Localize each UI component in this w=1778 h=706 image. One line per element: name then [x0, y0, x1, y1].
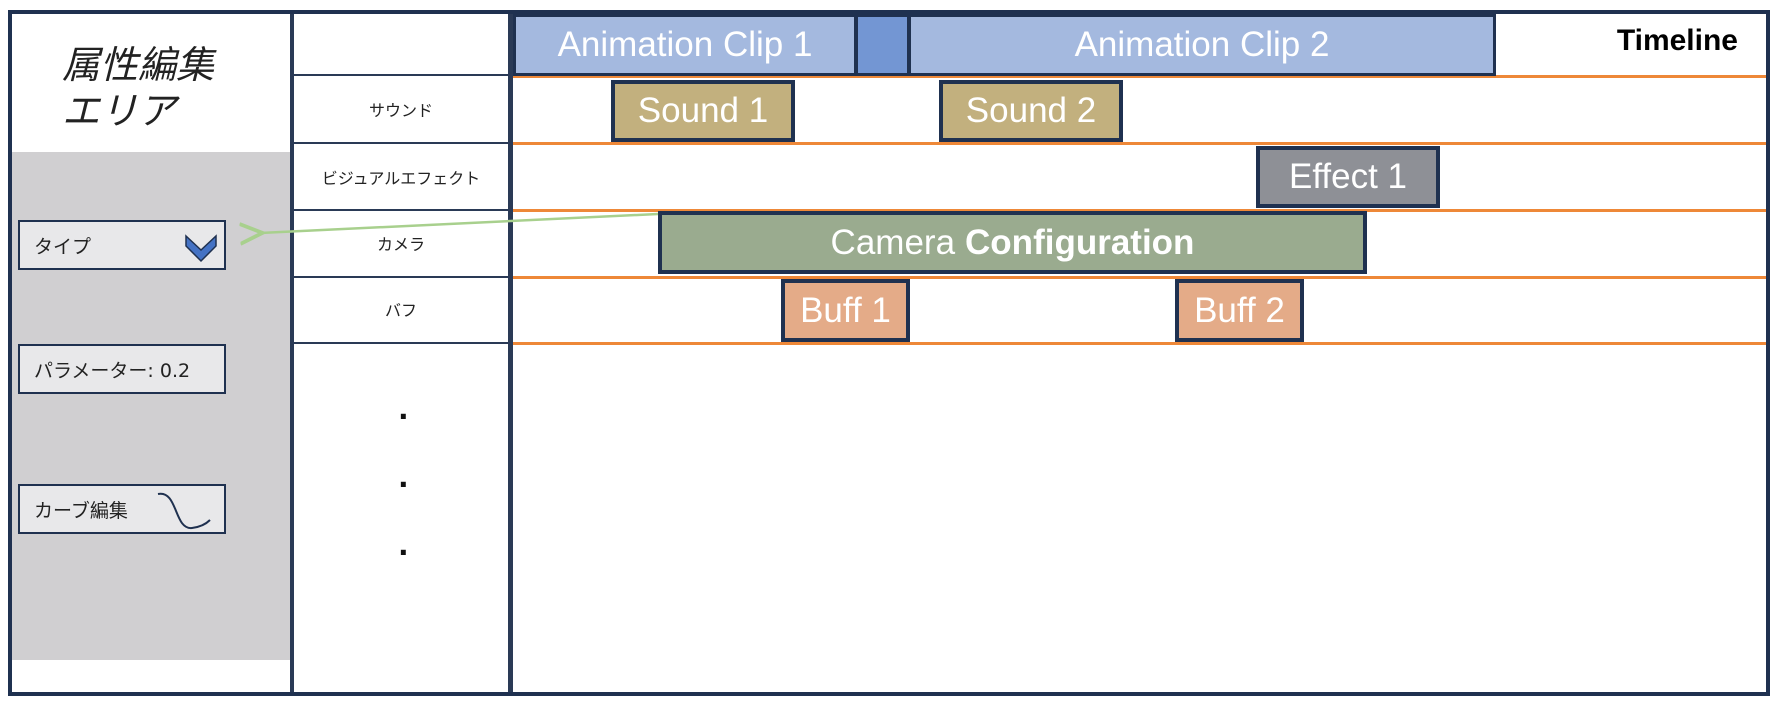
timeline-track-line — [513, 142, 1766, 145]
type-dropdown[interactable]: タイプ — [18, 220, 226, 270]
animation-blend-region[interactable] — [855, 14, 910, 76]
buff-clip-label: Buff 2 — [1194, 290, 1285, 330]
buff-clip-label: Buff 1 — [800, 290, 891, 330]
track-separator — [294, 342, 508, 344]
sound-clip-2[interactable]: Sound 2 — [939, 80, 1123, 142]
track-label-buff: バフ — [384, 301, 417, 320]
ellipsis-dot: · — [398, 536, 409, 569]
sound-clip-label: Sound 1 — [637, 91, 769, 130]
track-separator — [294, 209, 508, 211]
track-label-sound: サウンド — [368, 101, 433, 120]
timeline-track-line — [513, 342, 1766, 345]
timeline-track-line — [513, 276, 1766, 279]
camera-clip-label: Camera — [830, 222, 956, 262]
track-divider — [508, 14, 513, 692]
sound-clip-1[interactable]: Sound 1 — [611, 80, 795, 142]
curve-icon — [157, 492, 211, 529]
track-separator — [294, 142, 508, 144]
timeline-track-line — [513, 209, 1766, 212]
parameter-label: パラメーター: 0.2 — [34, 359, 191, 382]
ellipsis-dot: · — [398, 468, 409, 501]
animation-clip-label: Animation Clip 2 — [1074, 25, 1330, 64]
animation-clip-2[interactable]: Animation Clip 2 — [908, 14, 1496, 76]
chevron-down-icon — [185, 234, 217, 263]
ellipsis-dot: · — [398, 400, 409, 433]
curve-edit-field[interactable]: カーブ編集 — [18, 484, 226, 534]
buff-clip-1[interactable]: Buff 1 — [781, 279, 910, 342]
properties-title: 属性編集 エリア — [62, 43, 215, 133]
effect-clip-label: Effect 1 — [1288, 157, 1408, 196]
timeline-track-line — [513, 75, 1766, 78]
animation-clip-1[interactable]: Animation Clip 1 — [513, 14, 857, 76]
animation-clip-label: Animation Clip 1 — [557, 25, 813, 64]
editor-frame — [8, 10, 1770, 696]
buff-clip-2[interactable]: Buff 2 — [1175, 279, 1304, 342]
type-label: タイプ — [34, 235, 92, 258]
camera-clip-label-bold: Configuration — [965, 222, 1195, 262]
parameter-field[interactable]: パラメーター: 0.2 — [18, 344, 226, 394]
panel-divider — [290, 14, 294, 692]
sound-clip-label: Sound 2 — [965, 91, 1097, 130]
track-label-camera: カメラ — [376, 235, 425, 254]
track-separator — [294, 276, 508, 278]
curve-label: カーブ編集 — [34, 499, 128, 522]
timeline-title: Timeline — [1616, 24, 1738, 57]
track-label-visual-effect: ビジュアルエフェクト — [321, 169, 481, 188]
effect-clip-1[interactable]: Effect 1 — [1256, 146, 1440, 208]
track-separator — [294, 74, 508, 76]
